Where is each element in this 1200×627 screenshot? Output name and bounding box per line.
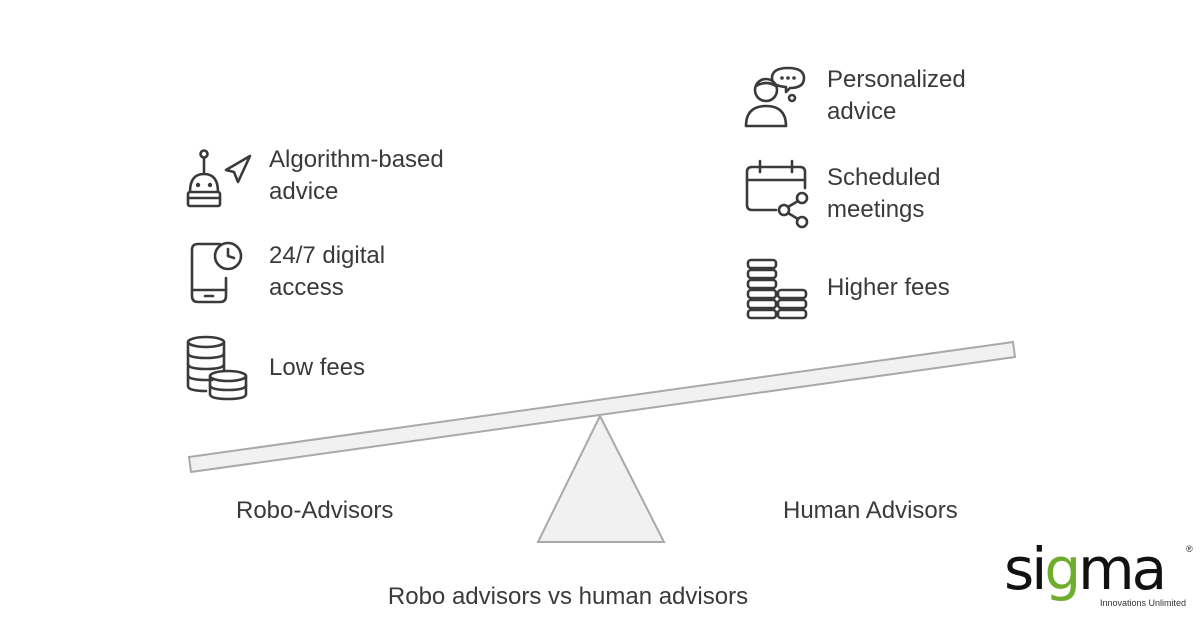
phone-clock-icon xyxy=(190,241,243,304)
robo-item-algorithm: Algorithm-based advice xyxy=(182,140,482,212)
robo-advisors-heading: Robo-Advisors xyxy=(236,497,394,524)
logo-word-start: si xyxy=(1004,535,1047,603)
seesaw-beam xyxy=(187,340,1017,474)
human-item-label: Scheduled meetings xyxy=(827,164,941,223)
robo-item-label: Low fees xyxy=(269,354,366,381)
human-item-label: Personalized advice xyxy=(827,66,966,125)
logo-word-accent: g xyxy=(1044,535,1081,603)
fulcrum-triangle xyxy=(536,413,666,543)
coin-stack-icon xyxy=(186,335,248,401)
logo-word-end: ma xyxy=(1078,535,1167,603)
logo-tagline: Innovations Unlimited xyxy=(1100,598,1187,608)
logo-wordmark: sigma xyxy=(1004,534,1167,604)
human-item-personalized: Personalized advice xyxy=(742,62,1042,134)
robo-item-label: Algorithm-based advice xyxy=(269,146,444,205)
robot-navigation-icon xyxy=(186,149,252,208)
diagram-caption: Robo advisors vs human advisors xyxy=(387,583,749,610)
registered-mark: ® xyxy=(1186,544,1193,554)
sigma-logo: sigma ® Innovations Unlimited xyxy=(1004,535,1194,620)
tall-coin-stack-icon xyxy=(746,258,808,320)
robo-item-fees: Low fees xyxy=(182,334,482,406)
human-advisors-heading: Human Advisors xyxy=(783,497,958,524)
robo-item-access: 24/7 digital access xyxy=(182,236,482,308)
human-item-meetings: Scheduled meetings xyxy=(742,158,1042,230)
human-item-fees: Higher fees xyxy=(742,256,1042,328)
robo-item-label: 24/7 digital access xyxy=(269,242,386,301)
calendar-share-icon xyxy=(745,159,809,229)
human-item-label: Higher fees xyxy=(827,274,950,301)
person-speech-icon xyxy=(744,66,806,128)
